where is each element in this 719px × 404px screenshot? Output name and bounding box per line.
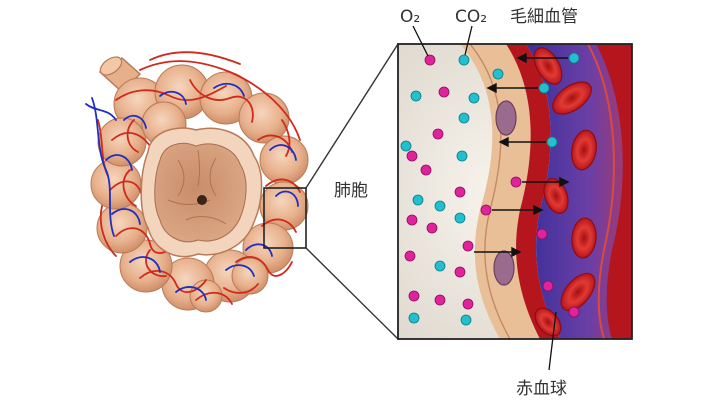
diffusion-arrows — [474, 52, 570, 258]
gas-exchange-zoom-panel — [398, 44, 632, 339]
red-blood-cell-label: 赤血球 — [516, 379, 567, 399]
co2-label: CO₂ — [455, 7, 487, 27]
zoom-connector-lines — [305, 43, 399, 340]
capillary-label: 毛細血管 — [510, 7, 578, 27]
alveolus-label: 肺胞 — [334, 181, 368, 201]
co2-molecules — [400, 52, 580, 326]
o2-label: O₂ — [400, 7, 420, 27]
o2-molecules — [404, 54, 580, 318]
alveolar-sac-illustration — [85, 51, 309, 313]
label-leaders — [412, 25, 557, 371]
zoom-panel-frame — [397, 43, 633, 340]
